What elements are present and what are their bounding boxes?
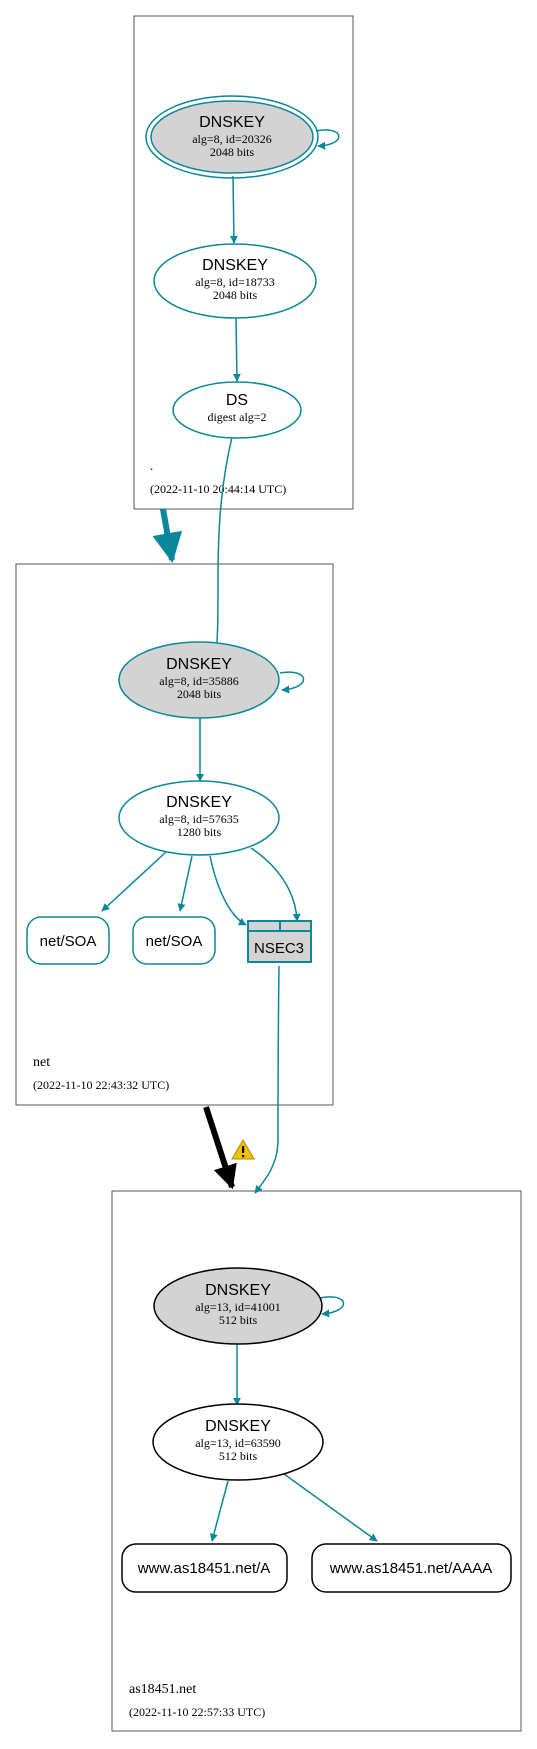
node-root-ds-line1: digest alg=2 (207, 410, 266, 424)
node-root-zsk-line2: 2048 bits (213, 288, 258, 302)
node-net-zsk-line1: alg=8, id=57635 (159, 812, 239, 826)
node-net-soa-1[interactable]: net/SOA (26, 916, 110, 965)
node-net-zsk-line2: 1280 bits (177, 825, 222, 839)
node-net-nsec3[interactable]: NSEC3 (247, 920, 312, 963)
edge-root-zsk-to-ds (232, 317, 241, 382)
node-root-ds-title: DS (226, 392, 248, 409)
zone-timestamp-root: (2022-11-10 20:44:14 UTC) (150, 482, 286, 496)
edge-net-zsk-to-soa1 (101, 851, 167, 912)
node-as-ksk-title: DNSKEY (205, 1282, 271, 1299)
edge-net-zsk-to-soa2 (177, 855, 193, 912)
edge-as-ksk-self (319, 1296, 345, 1318)
node-root-ds[interactable]: DS digest alg=2 (172, 381, 302, 439)
node-net-ksk[interactable]: DNSKEY alg=8, id=35886 2048 bits (118, 641, 280, 719)
zone-box-net (15, 563, 334, 1106)
node-net-soa-2-label: net/SOA (146, 933, 203, 950)
node-as-ksk-line1: alg=13, id=41001 (195, 1300, 281, 1314)
node-as-zsk[interactable]: DNSKEY alg=13, id=63590 512 bits (152, 1403, 324, 1481)
node-root-zsk[interactable]: DNSKEY alg=8, id=18733 2048 bits (153, 243, 317, 319)
node-as-zsk-title: DNSKEY (205, 1418, 271, 1435)
delegation-net-to-as18451 (203, 1106, 237, 1190)
node-root-ksk-line2: 2048 bits (210, 145, 255, 159)
warning-triangle-icon (231, 1139, 255, 1160)
edge-net-zsk-to-nsec3-a (209, 855, 247, 926)
node-net-nsec3-label: NSEC3 (254, 940, 304, 957)
node-net-zsk-title: DNSKEY (166, 794, 232, 811)
zone-name-as18451: as18451.net (129, 1682, 196, 1697)
node-as-ksk[interactable]: DNSKEY alg=13, id=41001 512 bits (153, 1267, 323, 1345)
node-as-rr-aaaa-label: www.as18451.net/AAAA (329, 1560, 493, 1577)
edge-root-ds-to-net-ksk (211, 436, 233, 664)
delegation-root-to-net (152, 508, 183, 563)
zone-timestamp-as18451: (2022-11-10 22:57:33 UTC) (129, 1705, 265, 1719)
node-root-zsk-line1: alg=8, id=18733 (195, 275, 275, 289)
edge-net-ksk-self (279, 671, 305, 694)
zone-box-as18451 (111, 1190, 522, 1732)
node-as-zsk-line2: 512 bits (219, 1449, 258, 1463)
edge-as-zsk-to-aaaa (283, 1473, 378, 1542)
node-net-ksk-title: DNSKEY (166, 656, 232, 673)
node-as-rr-aaaa[interactable]: www.as18451.net/AAAA (311, 1543, 512, 1593)
node-root-ksk-title: DNSKEY (199, 114, 265, 131)
node-root-ksk-line1: alg=8, id=20326 (192, 132, 272, 146)
node-root-zsk-title: DNSKEY (202, 257, 268, 274)
node-net-zsk[interactable]: DNSKEY alg=8, id=57635 1280 bits (118, 780, 280, 856)
node-as-rr-a-label: www.as18451.net/A (137, 1560, 271, 1577)
edge-root-ksk-self (315, 129, 340, 150)
edge-net-zsk-to-nsec3-b (250, 847, 301, 922)
zone-name-root: . (150, 458, 153, 473)
node-net-soa-1-label: net/SOA (40, 933, 97, 950)
node-root-ksk[interactable]: DNSKEY alg=8, id=20326 2048 bits (145, 95, 319, 179)
zone-timestamp-net: (2022-11-10 22:43:32 UTC) (33, 1078, 169, 1092)
edge-net-nsec3-to-as18451 (254, 965, 280, 1194)
node-net-ksk-line2: 2048 bits (177, 687, 222, 701)
node-as-rr-a[interactable]: www.as18451.net/A (121, 1543, 288, 1593)
zone-box-root (133, 15, 354, 510)
zone-name-net: net (33, 1055, 50, 1070)
node-net-ksk-line1: alg=8, id=35886 (159, 674, 239, 688)
node-as-ksk-line2: 512 bits (219, 1313, 258, 1327)
node-as-zsk-line1: alg=13, id=63590 (195, 1436, 281, 1450)
edge-as-zsk-to-a (209, 1480, 229, 1542)
edge-root-ksk-to-zsk (229, 175, 238, 244)
node-net-soa-2[interactable]: net/SOA (132, 916, 216, 965)
